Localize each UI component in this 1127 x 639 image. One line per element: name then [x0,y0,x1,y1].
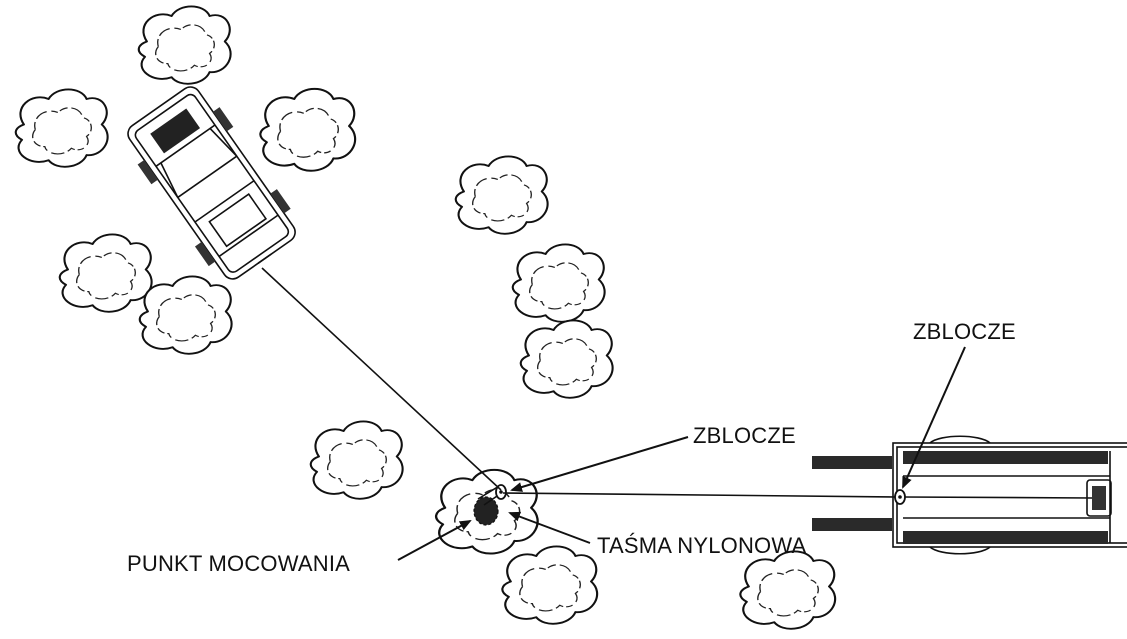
shrub-3 [259,87,357,172]
shrub-11 [501,545,599,625]
shrub-6 [138,275,233,355]
label-tasma-nylonowa: TAŚMA NYLONOWA [597,533,807,558]
shrub-12 [739,550,837,630]
label-zblocze-mid: ZBLOCZE [693,423,796,448]
stuck-vehicle [127,86,296,280]
label-zblocze-top: ZBLOCZE [913,319,1016,344]
arrow-punkt-mocowania [397,520,472,561]
shrub-4 [454,155,549,235]
label-punkt-mocowania: PUNKT MOCOWANIA [127,551,350,576]
shrub-5 [58,233,153,313]
recovery-vehicle [812,435,1127,555]
winch-cable [261,267,1093,499]
shrub-2 [14,88,109,168]
leader-lines [397,346,966,561]
arrow-tasma-nylonowa [508,511,591,544]
arrow-zblocze-top [902,346,966,489]
shrub-1 [137,5,232,85]
shrub-8 [519,319,614,399]
spare-tire-hatch [150,108,201,154]
shrub-9 [309,420,404,500]
winch-drum [1092,486,1106,510]
shrub-7 [511,243,606,323]
snatch-block-right [894,489,906,505]
arrow-zblocze-mid [510,436,689,492]
